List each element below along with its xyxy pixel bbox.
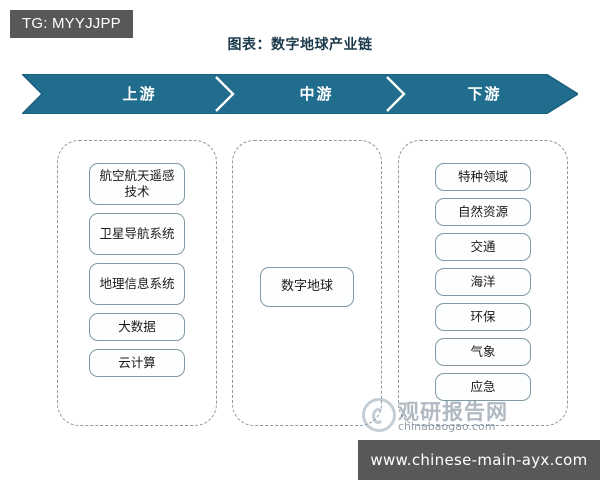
node-midstream-1: 数字地球	[260, 267, 354, 307]
node-downstream-4: 海洋	[435, 268, 531, 296]
node-downstream-2: 自然资源	[435, 198, 531, 226]
node-downstream-3: 交通	[435, 233, 531, 261]
value-chain-banner: 上游 中游 下游	[22, 74, 578, 114]
chain-columns: 航空航天遥感技术 卫星导航系统 地理信息系统 大数据 云计算 数字地球 特种领域…	[0, 140, 600, 430]
tg-tag-overlay: TG: MYYJJPP	[10, 10, 133, 38]
column-midstream: 数字地球	[232, 140, 382, 426]
node-upstream-5: 云计算	[89, 349, 185, 377]
node-downstream-7: 应急	[435, 373, 531, 401]
page-title: 图表：数字地球产业链	[227, 37, 373, 53]
column-downstream: 特种领域 自然资源 交通 海洋 环保 气象 应急	[398, 140, 568, 426]
node-upstream-3: 地理信息系统	[89, 263, 185, 305]
node-downstream-1: 特种领域	[435, 163, 531, 191]
node-downstream-6: 气象	[435, 338, 531, 366]
node-upstream-4: 大数据	[89, 313, 185, 341]
node-downstream-5: 环保	[435, 303, 531, 331]
column-upstream: 航空航天遥感技术 卫星导航系统 地理信息系统 大数据 云计算	[57, 140, 217, 426]
node-upstream-1: 航空航天遥感技术	[89, 163, 185, 205]
url-bar-overlay: www.chinese-main-ayx.com	[358, 440, 600, 480]
banner-arrow-shape	[22, 74, 578, 114]
node-upstream-2: 卫星导航系统	[89, 213, 185, 255]
